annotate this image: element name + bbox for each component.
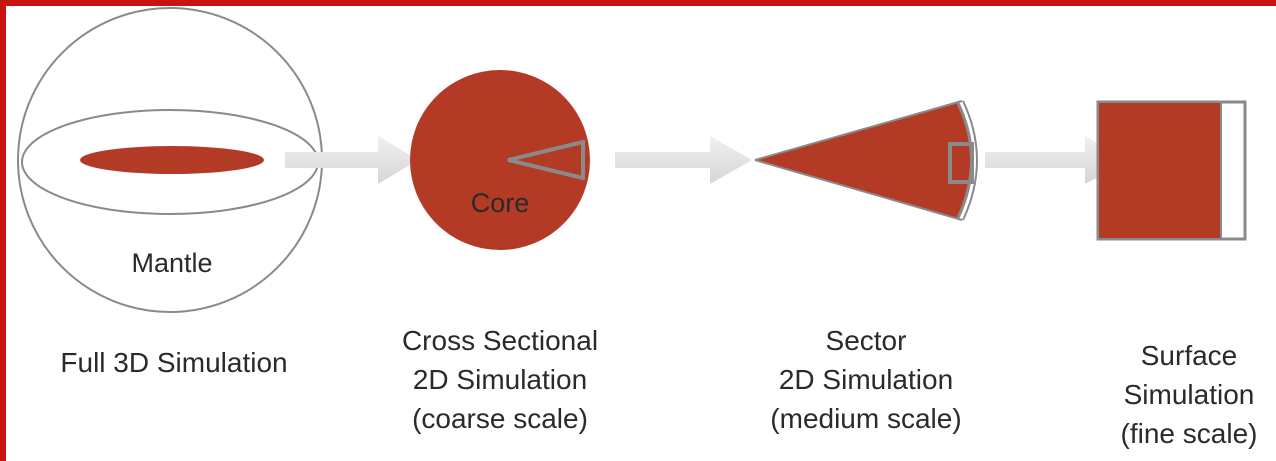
caption-line: 2D Simulation (779, 364, 953, 395)
sector-figure (754, 100, 978, 221)
sector-edge-top (754, 100, 963, 161)
core-label: Core (471, 188, 530, 218)
sphere-figure: Mantle (17, 7, 323, 313)
surface-block-material (1099, 103, 1221, 238)
core-disc (410, 70, 590, 250)
sector-edge-bottom (754, 159, 963, 221)
arrow-3 (985, 136, 1130, 184)
mantle-disc (80, 146, 264, 174)
arrow-1 (285, 136, 418, 184)
caption-surface: Surface Simulation (fine scale) (1121, 340, 1258, 449)
surface-figure (1096, 100, 1247, 241)
caption-line: (medium scale) (770, 403, 961, 434)
mantle-label: Mantle (131, 248, 212, 278)
caption-line: Cross Sectional (402, 325, 598, 356)
caption-line: Surface (1141, 340, 1238, 371)
caption-line: (coarse scale) (412, 403, 588, 434)
cross-section-figure: Core (410, 70, 590, 250)
sector-outer-rim (962, 100, 978, 221)
caption-line: (fine scale) (1121, 418, 1258, 449)
caption-line: 2D Simulation (413, 364, 587, 395)
surface-zoom-box (948, 142, 974, 184)
caption-line: Sector (826, 325, 907, 356)
caption-line: Simulation (1124, 379, 1255, 410)
sector-shape (755, 103, 972, 218)
arrow-2 (615, 136, 752, 184)
caption-cross-section: Cross Sectional 2D Simulation (coarse sc… (402, 325, 598, 434)
caption-full-3d: Full 3D Simulation (60, 347, 287, 378)
caption-sector: Sector 2D Simulation (medium scale) (770, 325, 961, 434)
sector-wedge-outline (507, 139, 585, 181)
